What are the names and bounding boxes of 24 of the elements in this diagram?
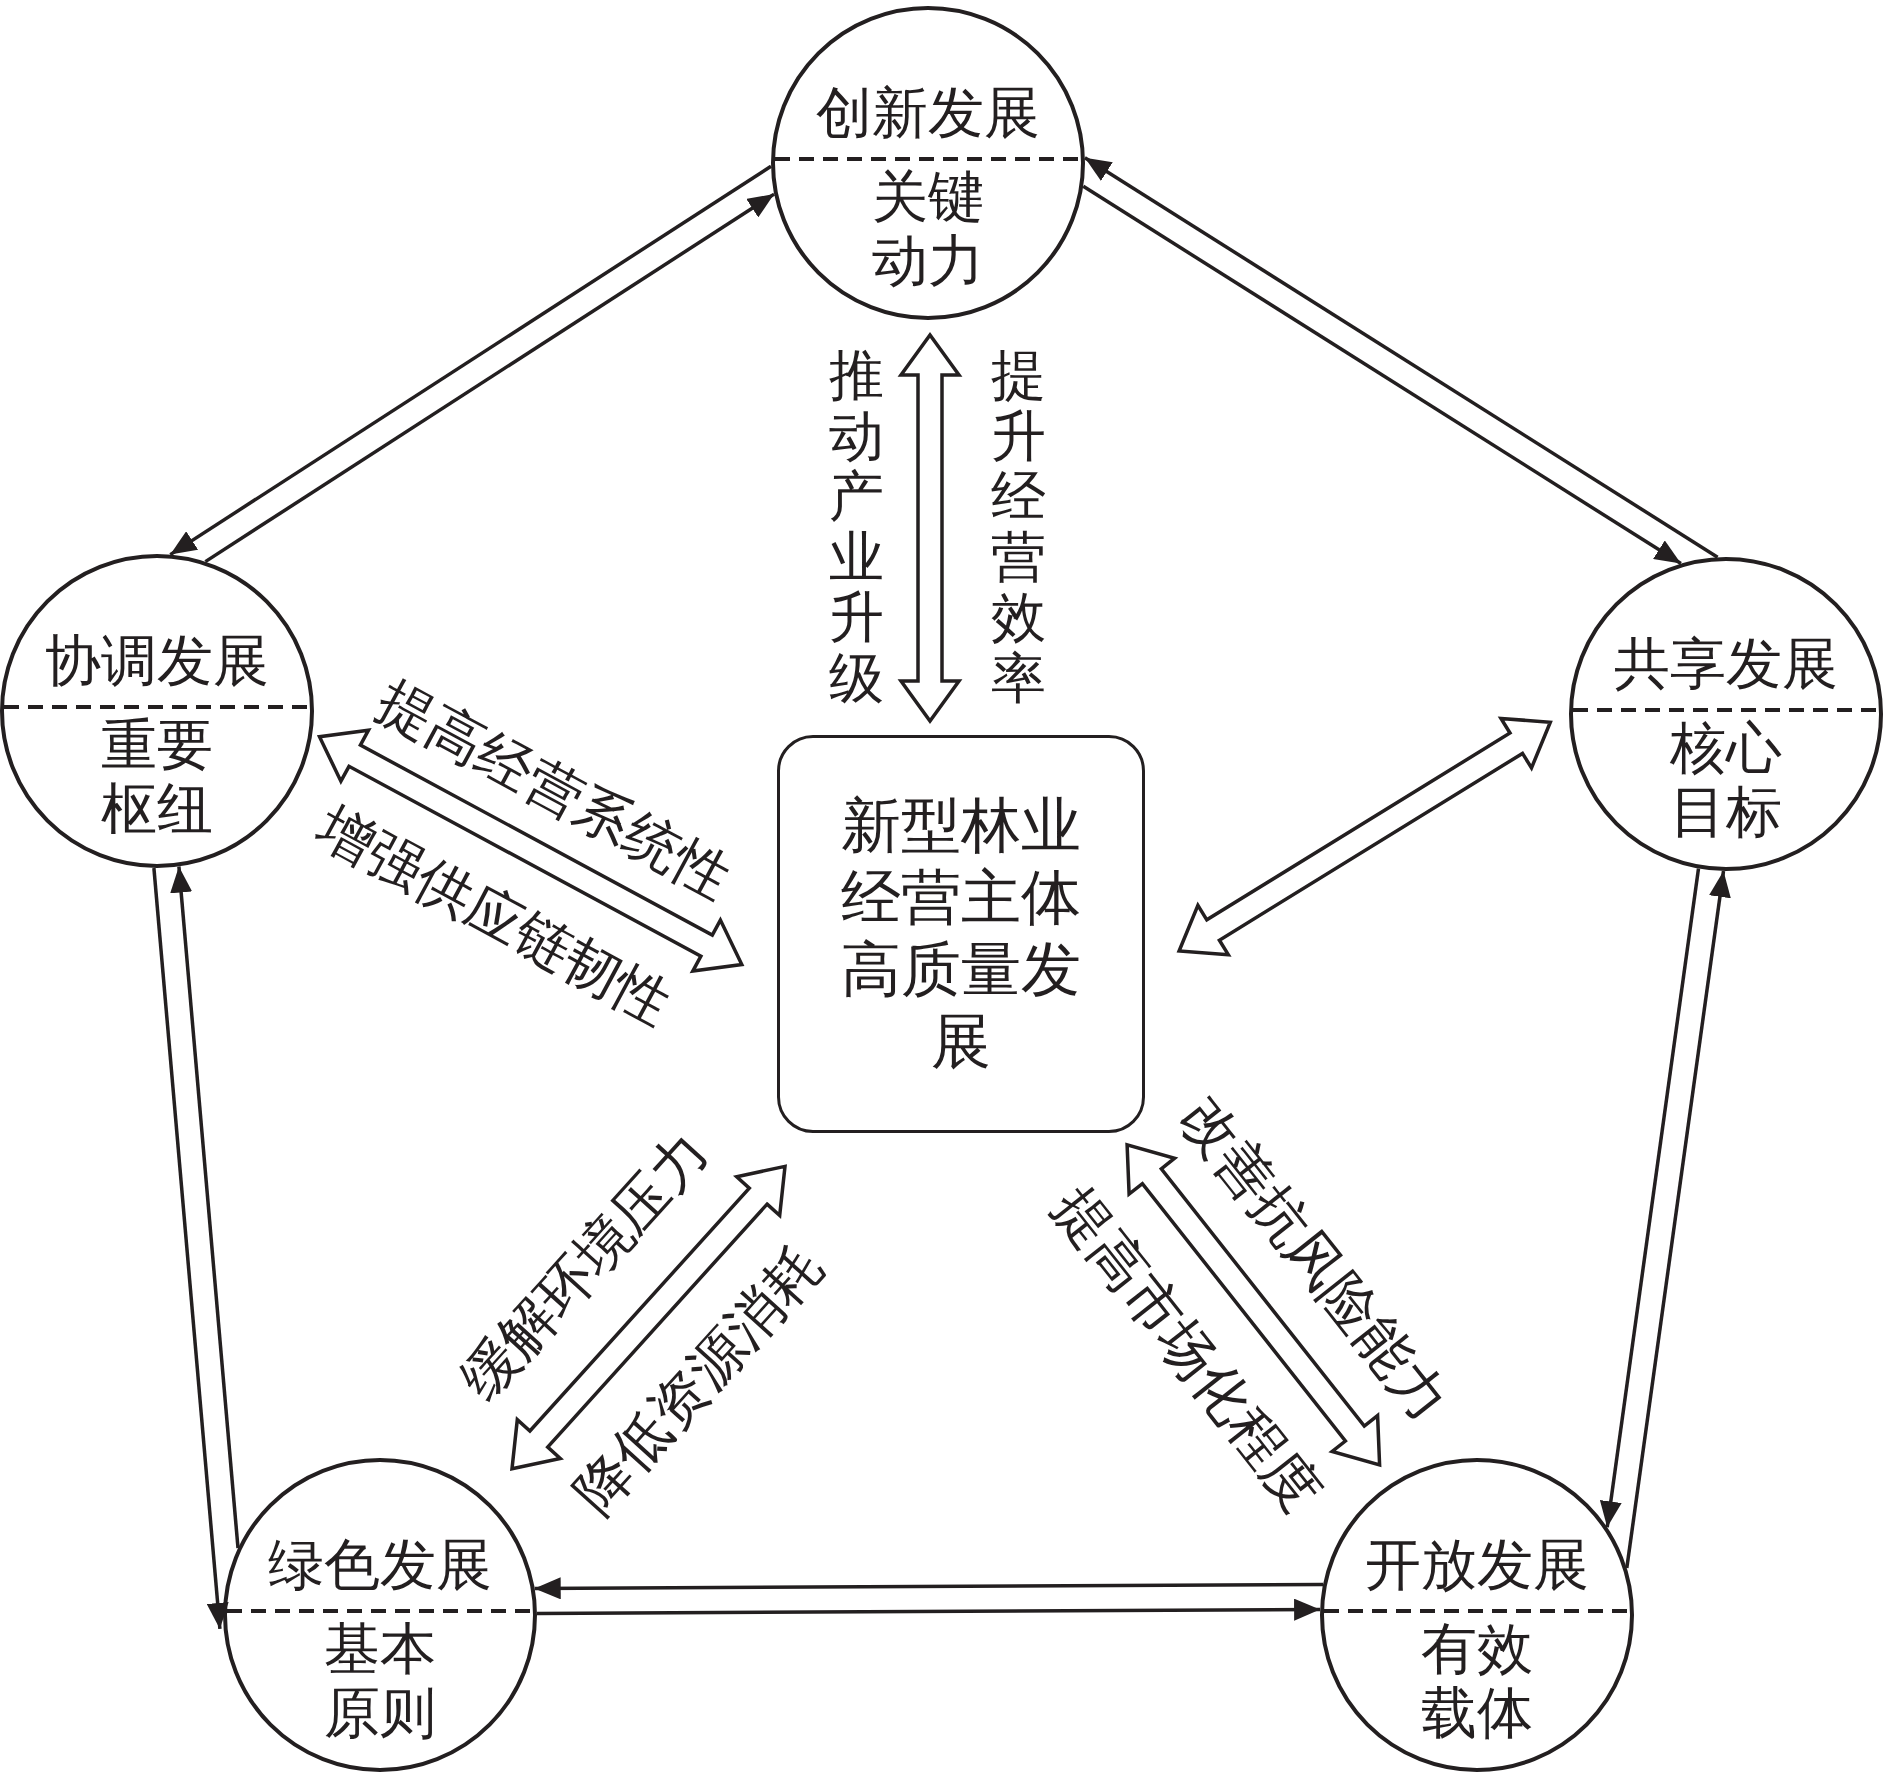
block-arrow — [897, 332, 963, 724]
arrow — [537, 1598, 1321, 1621]
arrow — [1625, 870, 1731, 1569]
block-arrow — [1176, 716, 1553, 957]
rounded-box — [777, 735, 1145, 1133]
arrow — [534, 1577, 1323, 1600]
block-arrow — [316, 728, 745, 974]
label-text: 提升经营效率 — [990, 345, 1046, 709]
arrow — [1599, 868, 1701, 1528]
node-text: 关键动力 — [872, 165, 984, 294]
block-arrow — [510, 1164, 787, 1471]
node-text: 重要枢纽 — [101, 713, 213, 842]
edge-label: 推动产业升级 — [828, 345, 884, 709]
node-title: 开放发展 — [1365, 1533, 1589, 1598]
node-text: 核心目标 — [1670, 716, 1782, 845]
node-text: 有效载体 — [1421, 1617, 1533, 1746]
node-title: 绿色发展 — [268, 1533, 492, 1598]
node-title: 协调发展 — [45, 629, 269, 694]
node-title: 共享发展 — [1614, 632, 1838, 697]
block-arrow — [1125, 1142, 1382, 1468]
node-text: 基本原则 — [324, 1617, 436, 1746]
node-title: 创新发展 — [816, 81, 1040, 146]
arrow — [170, 866, 240, 1549]
node-text: 新型林业经营主体高质量发展 — [841, 792, 1081, 1077]
